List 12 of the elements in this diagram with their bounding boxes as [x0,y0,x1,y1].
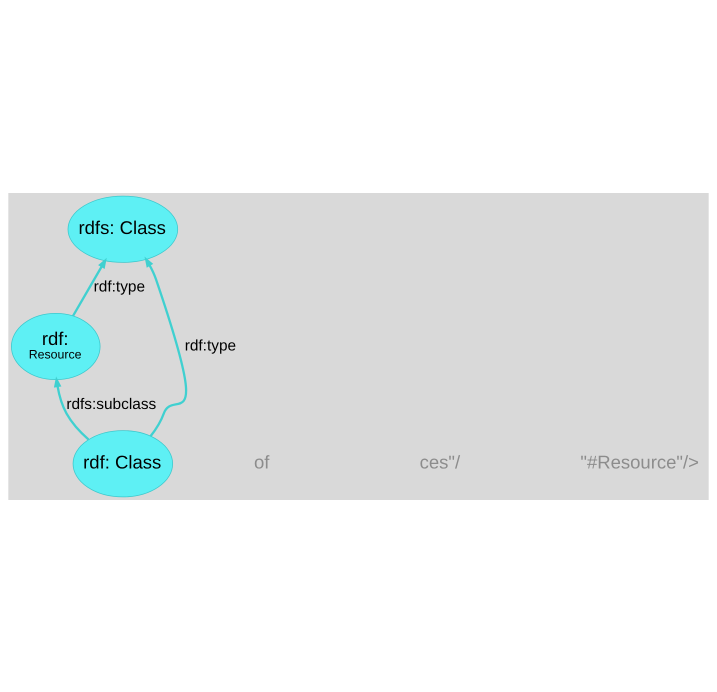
label: ces"/ [420,451,460,472]
label: "#Resource"/> [580,451,699,472]
arrow [72,257,107,316]
edge-label: rdf:type [94,278,146,296]
label: of [254,451,270,472]
node-ellipse: rdf: Class [72,430,174,497]
arrow [54,376,90,440]
arrow [144,256,188,436]
node-ellipse: rdf: Resource [11,312,100,380]
edge-label: rdf:type [184,336,236,354]
edge-label: rdfs:subclass [66,395,156,412]
node-ellipse: rdfs: Class [68,195,178,262]
